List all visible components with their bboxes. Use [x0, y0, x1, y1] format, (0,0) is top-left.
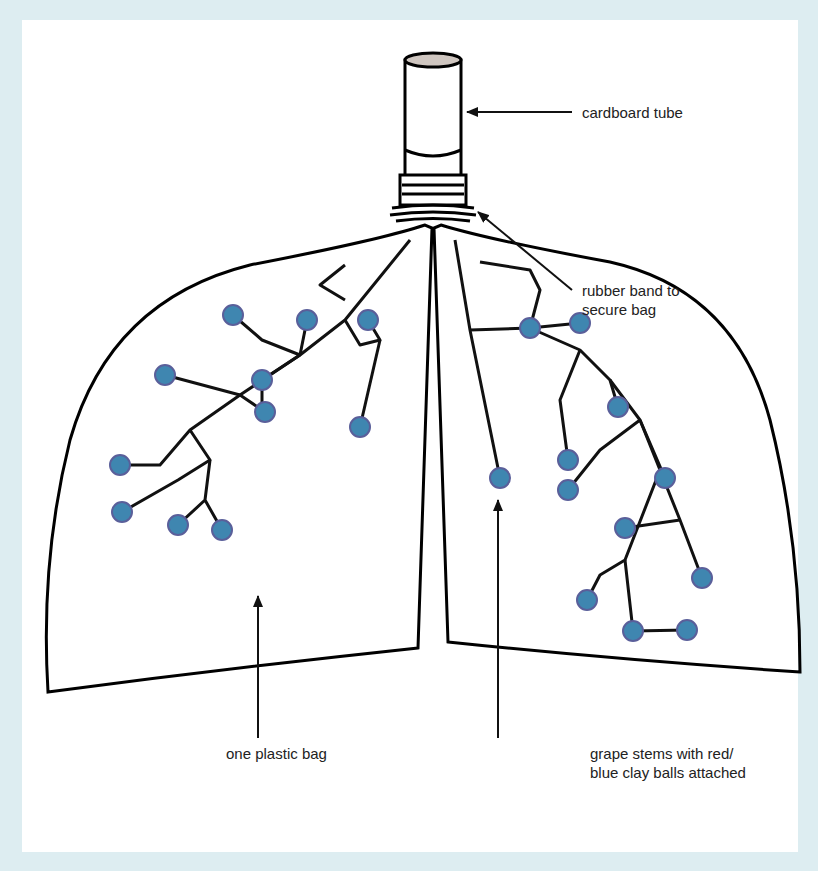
callout-label: rubber band to secure bag: [582, 281, 710, 319]
white-panel: [22, 20, 798, 852]
leader-arrows: [258, 112, 572, 738]
callout-label: grape stems with red/ blue clay balls at…: [590, 744, 762, 782]
cardboard-tube: [400, 53, 466, 205]
callout-label: cardboard tube: [582, 103, 782, 122]
clay-balls: [110, 305, 712, 641]
plastic-bag: [46, 225, 800, 692]
rubber-band: [390, 205, 476, 221]
callout-label: one plastic bag: [226, 744, 426, 763]
